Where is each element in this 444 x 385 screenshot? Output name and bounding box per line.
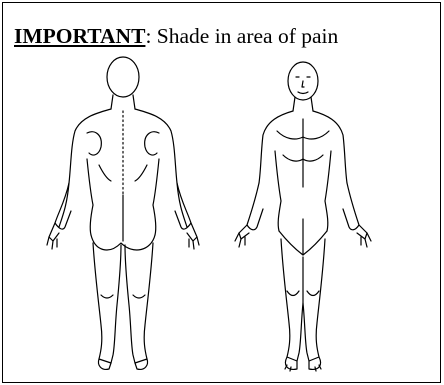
instruction-text: : Shade in area of pain [145,24,338,48]
body-front-view-icon[interactable] [231,59,391,375]
body-back-view-icon[interactable] [41,55,201,375]
pain-instruction: IMPORTANT: Shade in area of pain [14,21,338,51]
pain-diagram-panel: IMPORTANT: Shade in area of pain [2,2,441,383]
body-back-view-drawing [41,55,201,375]
important-label: IMPORTANT [14,24,145,48]
body-front-view-drawing [231,59,391,375]
